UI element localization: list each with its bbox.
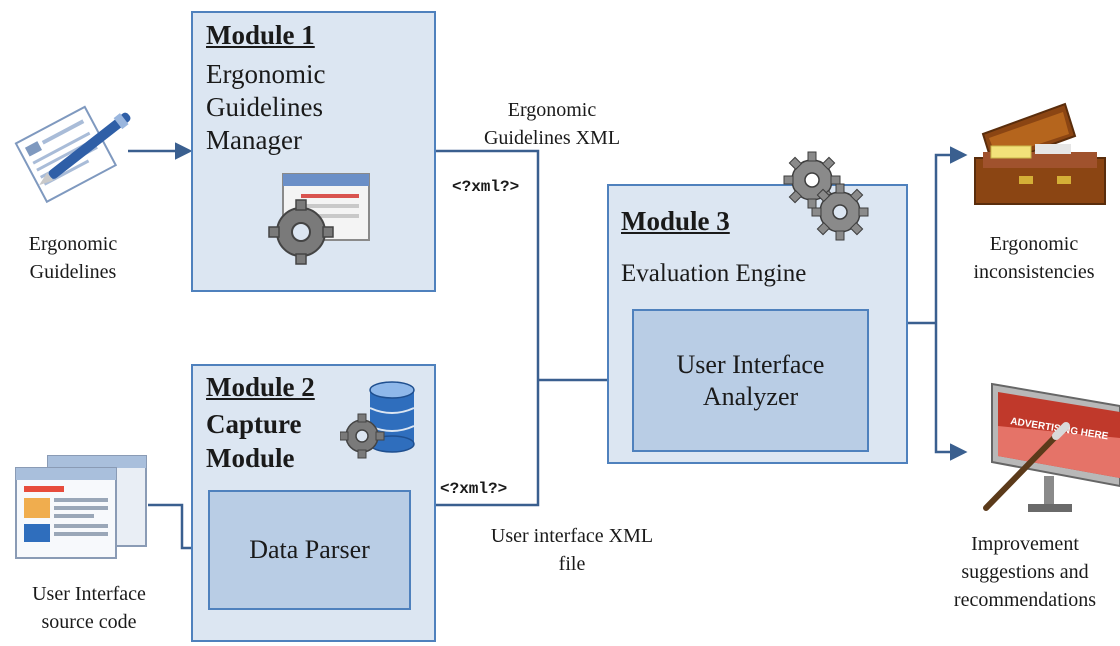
suggestions-label-line1: Improvement — [971, 533, 1079, 555]
xml-top-label-line2: Guidelines XML — [483, 127, 621, 149]
module1-line3: Manager — [206, 125, 302, 155]
module1-line1: Ergonomic — [206, 59, 326, 89]
suggestions-label-line3: recommendations — [953, 589, 1097, 611]
arrow-to-suggestions — [934, 323, 968, 461]
source-code-label-line2: source code — [41, 611, 137, 633]
gears-window-icon — [268, 173, 370, 265]
database-gear-icon — [340, 381, 415, 459]
ui-analyzer-line2: Analyzer — [702, 381, 799, 411]
gears-icon — [783, 151, 869, 241]
inconsistencies-label: Ergonomic inconsistencies — [950, 230, 1118, 286]
xml-bottom-label: User interface XML file — [462, 522, 682, 578]
browser-windows-icon — [15, 455, 147, 559]
xml-bottom-label-line2: file — [558, 553, 586, 575]
xml-tag-top: <?xml?> — [452, 178, 520, 196]
suggestions-label: Improvement suggestions and recommendati… — [930, 530, 1120, 614]
module2-title: Module 2 — [206, 372, 315, 402]
arrow-to-inconsistencies — [934, 146, 968, 323]
data-parser-label: Data Parser — [249, 535, 370, 564]
xml-top-label-line1: Ergonomic — [507, 99, 597, 121]
module3-title: Module 3 — [621, 206, 730, 236]
briefcase-icon — [974, 102, 1106, 205]
suggestions-label-line2: suggestions and — [961, 561, 1089, 583]
inconsistencies-label-line1: Ergonomic — [989, 233, 1079, 255]
data-parser-box: Data Parser — [208, 490, 411, 610]
line-module1-xml — [432, 149, 540, 380]
module3-subtitle: Evaluation Engine — [621, 260, 807, 287]
xml-top-label: Ergonomic Guidelines XML — [452, 96, 652, 152]
xml-tag-bottom: <?xml?> — [440, 480, 508, 498]
ui-analyzer-line1: User Interface — [676, 349, 825, 379]
guidelines-label-line1: Ergonomic — [28, 233, 118, 255]
source-code-label: User Interface source code — [4, 580, 174, 636]
line-module2-xml — [432, 380, 540, 507]
billboard-icon: ADVERTISING HERE — [983, 382, 1120, 512]
xml-bottom-label-line1: User interface XML — [490, 525, 654, 547]
inconsistencies-label-line2: inconsistencies — [973, 261, 1095, 283]
guidelines-label-line2: Guidelines — [29, 261, 117, 283]
source-code-label-line1: User Interface — [32, 583, 146, 605]
module2-line1: Capture — [206, 409, 302, 439]
ui-analyzer-box: User Interface Analyzer — [632, 309, 869, 452]
module1-line2: Guidelines — [206, 92, 323, 122]
guidelines-label: Ergonomic Guidelines — [18, 230, 128, 286]
module2-line2: Module — [206, 443, 295, 473]
document-pen-icon — [14, 105, 131, 204]
module1-title: Module 1 — [206, 20, 315, 50]
